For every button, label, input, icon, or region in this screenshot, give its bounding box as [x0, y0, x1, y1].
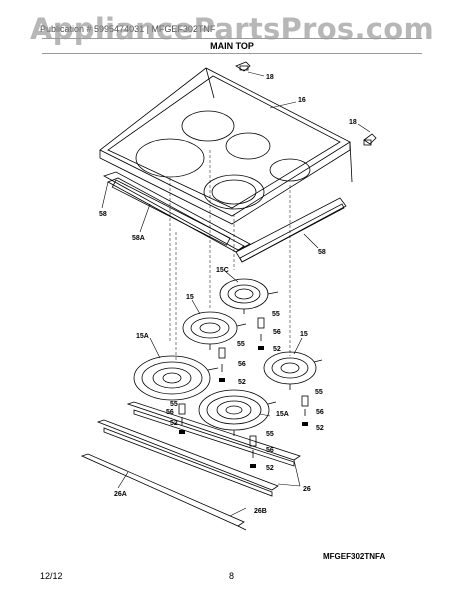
- footer-page-number: 8: [229, 571, 235, 581]
- callout-18-right: 18: [349, 119, 357, 126]
- callout-26: 26: [303, 486, 311, 493]
- section-title: MAIN TOP: [210, 41, 254, 51]
- hardware-stack-d: [301, 395, 309, 426]
- callout-16: 16: [298, 97, 306, 104]
- hardware-stack-a: [257, 317, 265, 350]
- callout-55-a: 55: [272, 311, 280, 318]
- callout-15C: 15C: [216, 267, 229, 274]
- watermark-logo: AppliancePartsPros.com: [29, 12, 435, 46]
- callout-18-left: 18: [266, 74, 274, 81]
- header-rule-top: [42, 38, 422, 39]
- callout-58-left: 58: [99, 211, 107, 218]
- model-code: MFGEF302TNFA: [323, 552, 386, 561]
- callout-52-a: 52: [273, 346, 281, 353]
- callout-52-d: 52: [316, 425, 324, 432]
- hardware-stack-b: [218, 347, 226, 382]
- callout-15A-left: 15A: [136, 333, 149, 340]
- footer-date: 12/12: [40, 571, 63, 581]
- callout-labels: 18 18 16 58 58A 58 15C 15 55 56 52 15 15…: [99, 74, 357, 515]
- support-bracket-26-front: [96, 419, 279, 497]
- seal-58-left: [103, 171, 251, 253]
- bracket-18-left: [235, 61, 251, 72]
- surface-element-15-mid: [182, 311, 247, 350]
- callout-56-d: 56: [316, 409, 324, 416]
- surface-element-15-right: [263, 351, 323, 390]
- hardware-stack-c: [178, 403, 186, 434]
- callout-15A-right: 15A: [276, 411, 289, 418]
- leader-lines: [101, 71, 371, 517]
- callout-58A: 58A: [132, 235, 145, 242]
- callout-55-d: 55: [315, 389, 323, 396]
- callout-58-right: 58: [318, 249, 326, 256]
- seal-58A: [111, 179, 231, 246]
- bracket-18-right: [363, 133, 377, 146]
- surface-element-15A-right: [198, 389, 277, 436]
- callout-15-right: 15: [300, 331, 308, 338]
- callout-56-b: 56: [238, 361, 246, 368]
- callout-52-b: 52: [238, 379, 246, 386]
- publication-number: Publication # 5995474031 | MFGEF302TNF: [40, 24, 216, 34]
- alignment-lines: [169, 150, 291, 360]
- callout-56-c: 56: [166, 409, 174, 416]
- callout-26B: 26B: [254, 508, 267, 515]
- surface-element-15A-left: [133, 355, 219, 401]
- header-rule-bottom: [42, 53, 422, 54]
- surface-element-15C: [219, 278, 279, 314]
- callout-56-a: 56: [273, 329, 281, 336]
- support-bracket-26-rear: [126, 401, 301, 467]
- callout-15-mid: 15: [186, 294, 194, 301]
- callout-55-c: 55: [170, 401, 178, 408]
- seal-58-right: [235, 197, 347, 263]
- support-rail-26B: [80, 453, 247, 531]
- callout-55-b: 55: [237, 341, 245, 348]
- callout-56-e: 56: [266, 447, 274, 454]
- callout-26A: 26A: [114, 491, 127, 498]
- cooktop-glass-16: [99, 67, 353, 225]
- callout-52-c: 52: [170, 420, 178, 427]
- callout-55-e: 55: [266, 431, 274, 438]
- callout-52-e: 52: [266, 465, 274, 472]
